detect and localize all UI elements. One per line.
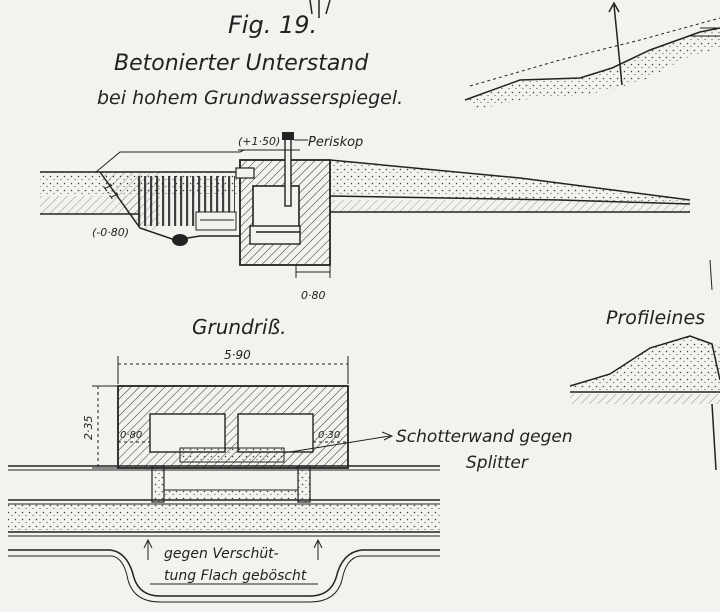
label-depth: (-0·80): [92, 226, 129, 239]
dim-right-wall: 0·30: [318, 430, 340, 441]
dim-left-wall: 0·80: [120, 430, 142, 441]
label-note-2: tung Flach geböscht: [164, 568, 307, 584]
label-gravel-wall: Schotterwand gegen: [396, 427, 573, 447]
profile-sketch-top: [464, 1, 720, 110]
figure-subtitle: bei hohem Grundwasserspiegel.: [97, 87, 403, 109]
figure-title: Betonierter Unterstand: [114, 51, 369, 76]
figure-number: Fig. 19.: [228, 11, 317, 39]
dim-height: 2·35: [82, 416, 95, 441]
label-profile-partial: Profileines: [606, 307, 705, 329]
plan-view: [8, 356, 440, 603]
label-note-1: gegen Verschüt-: [164, 546, 279, 562]
profile-sketch-right: [569, 259, 720, 471]
stray-marks: [309, 0, 331, 18]
label-periscope: Periskop: [308, 135, 363, 150]
label-wall-thickness: 0·80: [301, 289, 326, 302]
section-view: [40, 132, 691, 278]
label-gravel-wall-2: Splitter: [466, 453, 529, 473]
dim-width: 5·90: [224, 348, 251, 362]
plan-heading: Grundriß.: [192, 315, 287, 339]
label-height: (+1·50): [238, 135, 280, 148]
